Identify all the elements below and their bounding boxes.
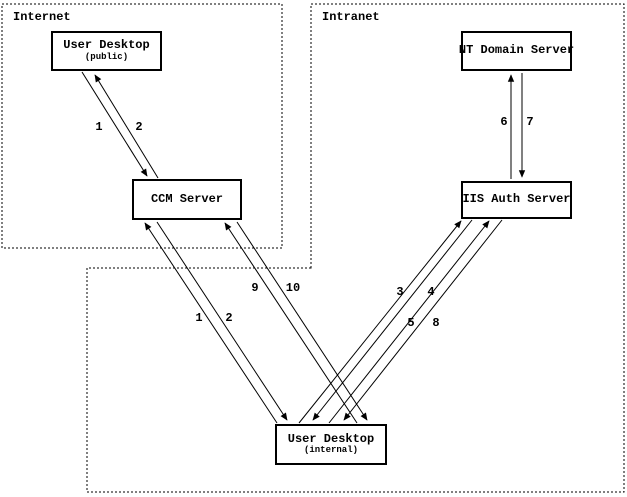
step-label-public-1: 1 [95,120,103,134]
node-subtitle: (internal) [303,445,358,456]
step-label-public-2: 2 [135,120,143,134]
node-subtitle: (public) [84,51,129,62]
zone-label-internet: Internet [13,10,71,24]
node-user-desktop-public: User Desktop (public) [51,31,162,71]
arrow-public-step2-ccm-to-desktop [94,74,159,179]
node-title: NT Domain Server [458,43,575,58]
zone-label-intranet: Intranet [322,10,380,24]
node-title: IIS Auth Server [462,192,571,207]
step-label-4: 4 [427,285,435,299]
arrow-step9-desktop-to-ccm [224,222,358,424]
step-label-internal-1: 1 [195,311,203,325]
node-title: User Desktop [63,38,150,53]
step-label-5: 5 [407,316,415,330]
arrow-step8-iis-to-desktop [343,219,503,421]
arrow-step10-ccm-to-desktop [236,221,368,421]
arrow-step4-iis-to-desktop [312,219,473,421]
step-label-internal-2: 2 [225,311,233,325]
step-label-9: 9 [251,281,259,295]
node-title: CCM Server [150,191,223,206]
node-iis-auth-server: IIS Auth Server [461,181,572,219]
intranet-zone-border [86,3,625,493]
node-title: User Desktop [287,431,375,446]
step-label-7: 7 [526,115,534,129]
node-ccm-server: CCM Server [132,179,242,220]
internet-zone-border [1,3,283,249]
arrow-internal-step2-ccm-to-desktop [156,221,288,421]
arrow-public-step1-desktop-to-ccm [81,71,148,177]
step-label-6: 6 [500,115,508,129]
arrow-internal-step1-desktop-to-ccm [144,222,278,424]
node-nt-domain-server: NT Domain Server [458,31,575,71]
arrow-step3-desktop-to-iis [298,220,462,424]
node-user-desktop-internal: User Desktop (internal) [275,424,387,465]
step-label-8: 8 [432,316,440,330]
arrow-step5-desktop-to-iis [328,220,490,424]
step-label-3: 3 [396,285,404,299]
step-label-10: 10 [285,281,301,295]
